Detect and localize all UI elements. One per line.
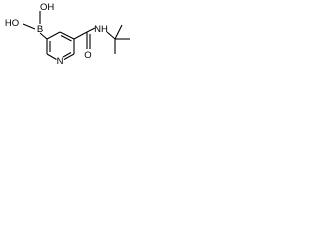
ring-bond-c6-n bbox=[63, 53, 75, 60]
chemical-structure-diagram: B OH HO N O NH bbox=[5, 2, 130, 67]
hydroxyl-upper-label: OH bbox=[40, 2, 54, 13]
bond-carbonyl-nh bbox=[86, 27, 96, 33]
bond-tbutyl-methyl-top bbox=[114, 24, 123, 40]
amide-nh-label: NH bbox=[94, 24, 108, 35]
boron-atom-label: B bbox=[37, 24, 43, 35]
carbonyl-oxygen-label: O bbox=[84, 50, 91, 61]
ring-bond-c3-c4 bbox=[46, 31, 61, 40]
bond-c5-carbonyl bbox=[73, 31, 88, 40]
bond-nh-quaternary-carbon bbox=[106, 31, 116, 40]
ring-nitrogen-label: N bbox=[57, 56, 64, 67]
bond-boron-oh-left bbox=[22, 23, 36, 30]
ring-bond-c4-c5 bbox=[59, 31, 75, 40]
ring-bond-c6-n-inner bbox=[62, 52, 72, 58]
hydroxyl-left-label: HO bbox=[5, 18, 19, 29]
ring-bond-c4-c5-inner bbox=[60, 35, 72, 42]
ring-bond-n-c2 bbox=[46, 53, 57, 60]
bond-c3-boron bbox=[39, 32, 48, 40]
